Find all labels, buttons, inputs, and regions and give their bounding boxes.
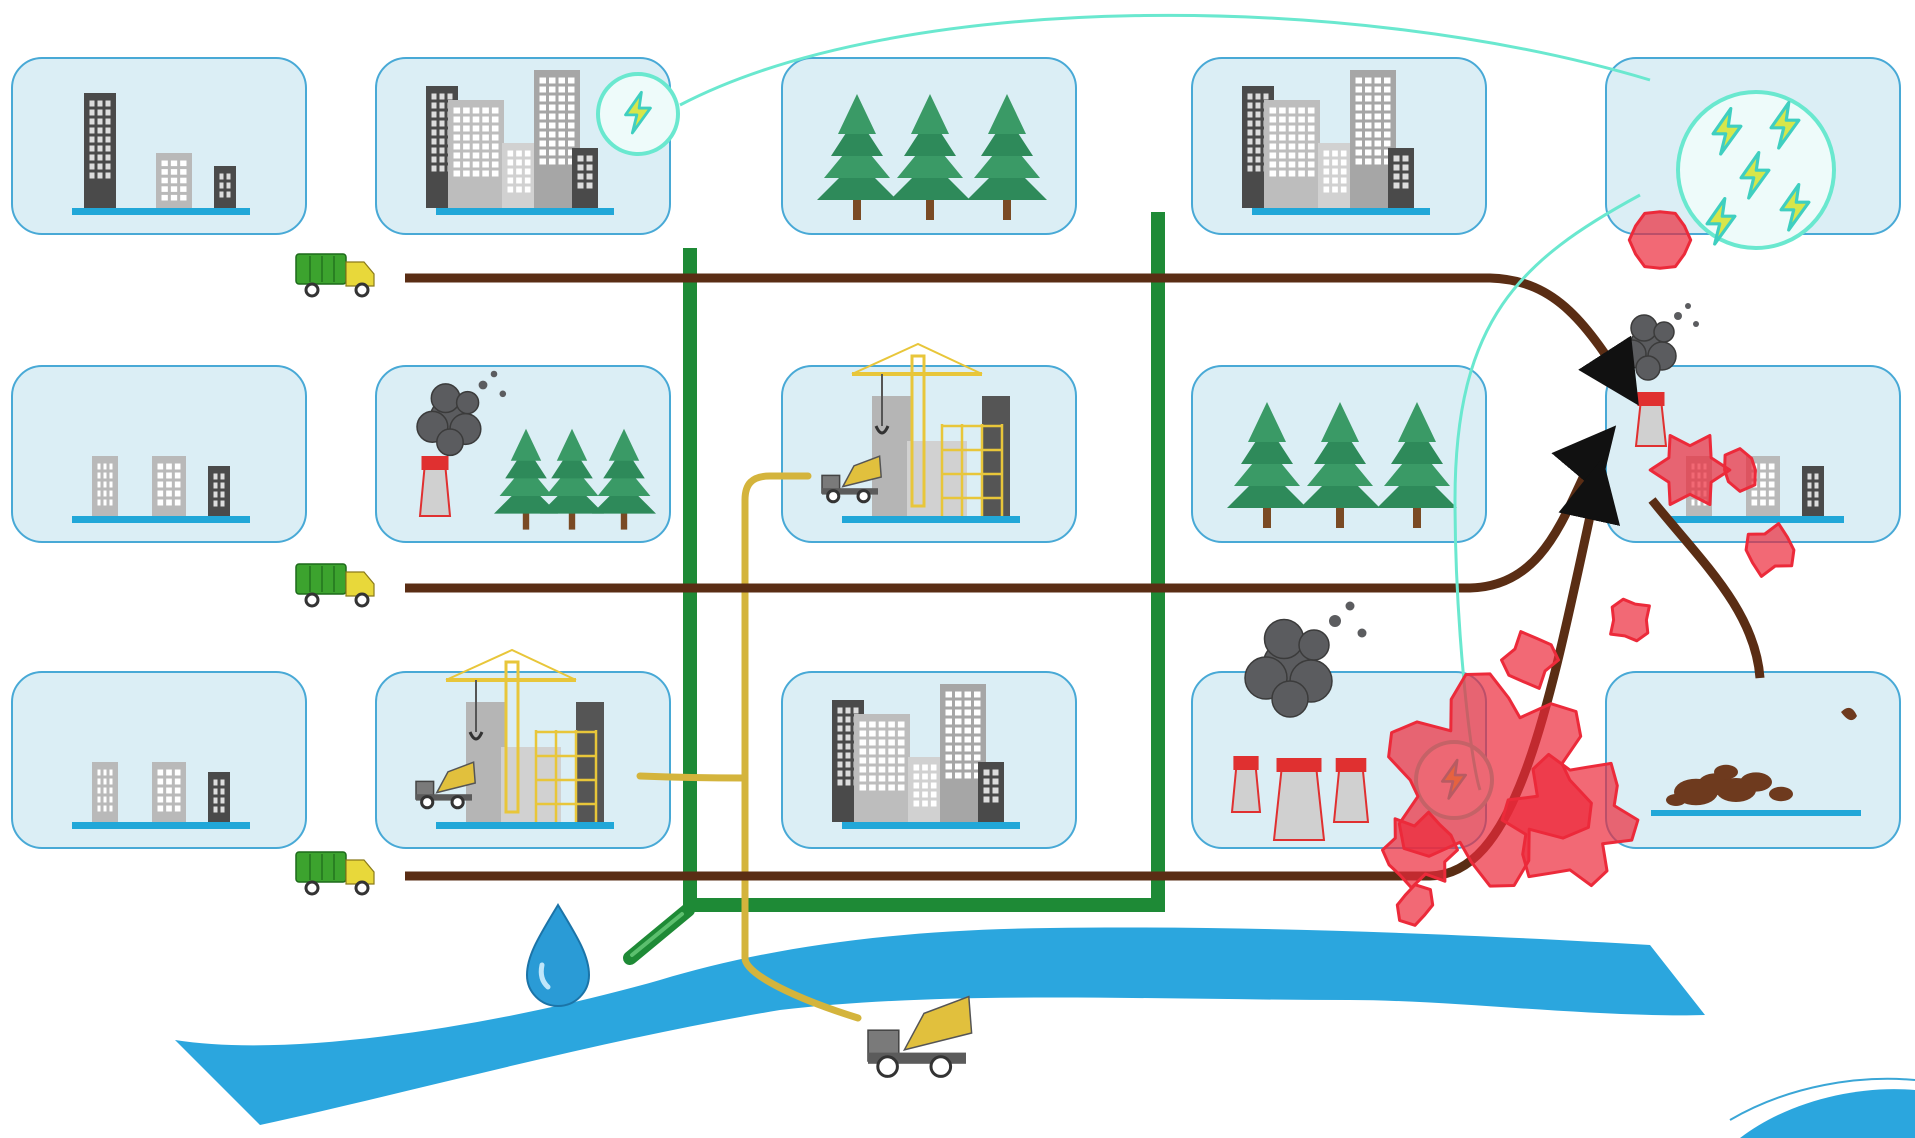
concrete-mixer-icon <box>415 761 476 810</box>
smoke-cloud <box>1244 601 1367 718</box>
building <box>1388 148 1414 208</box>
building <box>572 148 598 208</box>
ground-line <box>842 516 1020 523</box>
pollution-blob <box>1609 597 1651 643</box>
tree <box>592 428 656 530</box>
tree <box>967 94 1047 220</box>
tile-power-hub <box>1605 57 1901 250</box>
building <box>501 747 561 822</box>
ground-line <box>72 822 250 829</box>
pollution-blob <box>1381 810 1459 890</box>
waste-route-dump <box>1648 497 1765 679</box>
ground-line <box>436 822 614 829</box>
concrete-supply-line <box>741 472 862 1022</box>
river-corner-ripple <box>1729 1077 1915 1121</box>
city-tiles <box>11 57 1901 849</box>
building <box>978 762 1004 822</box>
ground-line <box>842 822 1020 829</box>
water-main <box>683 212 1165 912</box>
factory-chimney <box>1230 756 1262 813</box>
water-drop-icon <box>525 903 591 1007</box>
tree <box>817 94 897 220</box>
tree <box>494 428 558 530</box>
tile-factory-forest <box>375 365 671 543</box>
tree <box>1300 402 1380 528</box>
ground-line <box>1252 208 1430 215</box>
factory-chimney <box>1332 758 1370 823</box>
concrete-mixer-icon <box>821 455 882 504</box>
tile-buildings-dense <box>781 671 1077 849</box>
tile-background <box>1605 671 1901 849</box>
garbage-truck-icon <box>295 851 375 896</box>
building <box>982 396 1010 516</box>
tile-buildings-small <box>11 57 307 235</box>
tile-buildings-dense-power <box>375 57 680 235</box>
tile-construction-site <box>375 648 671 849</box>
water-drop-shine <box>538 962 551 990</box>
tree <box>890 94 970 220</box>
smoke-cloud <box>416 370 507 457</box>
tile-background <box>11 365 307 543</box>
pollution-blob <box>1648 434 1732 506</box>
power-line-top <box>679 13 1651 107</box>
building <box>214 166 236 208</box>
river <box>175 927 1705 1125</box>
waste-route-1 <box>405 273 1639 406</box>
building <box>907 441 967 516</box>
tree <box>1227 402 1307 528</box>
tile-forest <box>1191 365 1487 543</box>
tile-background <box>11 671 307 849</box>
tile-buildings-dense <box>1191 57 1487 235</box>
scaffolding <box>940 424 1004 516</box>
garbage-truck-icon <box>295 563 375 608</box>
waste-pile <box>1666 707 1857 806</box>
pollution-blob <box>1500 630 1560 690</box>
tree <box>540 428 604 530</box>
factory-chimney <box>1272 758 1326 841</box>
tile-waste-dump <box>1605 671 1901 849</box>
building <box>208 466 230 516</box>
concrete-mixer-icon <box>867 995 973 1078</box>
tile-buildings-small <box>11 365 307 543</box>
ground-line <box>1666 516 1844 523</box>
ground-line <box>1651 810 1861 816</box>
water-intake-pipe-inner <box>630 912 684 957</box>
concrete-supply-branch <box>636 772 749 782</box>
factory-chimney <box>1634 392 1668 447</box>
pollution-blob <box>1627 210 1693 270</box>
construction-crane <box>851 342 983 508</box>
ground-line <box>72 516 250 523</box>
building <box>1802 466 1824 516</box>
tile-polluting-factory-buildings <box>1605 303 1901 543</box>
pollution-blob <box>1395 883 1435 927</box>
factory-chimney <box>418 456 452 517</box>
building <box>208 772 230 822</box>
construction-crane <box>445 648 577 814</box>
pollution-blob <box>1500 752 1640 888</box>
ground-line <box>72 208 250 215</box>
garbage-truck-icon <box>295 253 375 298</box>
tile-forest <box>781 57 1077 235</box>
waste-route-2 <box>405 425 1617 593</box>
pollution-blob <box>1723 447 1757 493</box>
ground-line <box>436 208 614 215</box>
tile-buildings-small <box>11 671 307 849</box>
tree <box>1377 402 1457 528</box>
tile-construction-site <box>781 342 1077 543</box>
pollution-spill <box>1381 210 1796 927</box>
pollution-blob <box>1744 522 1796 578</box>
scaffolding <box>534 730 598 822</box>
river-corner <box>1740 1089 1915 1138</box>
building <box>576 702 604 822</box>
